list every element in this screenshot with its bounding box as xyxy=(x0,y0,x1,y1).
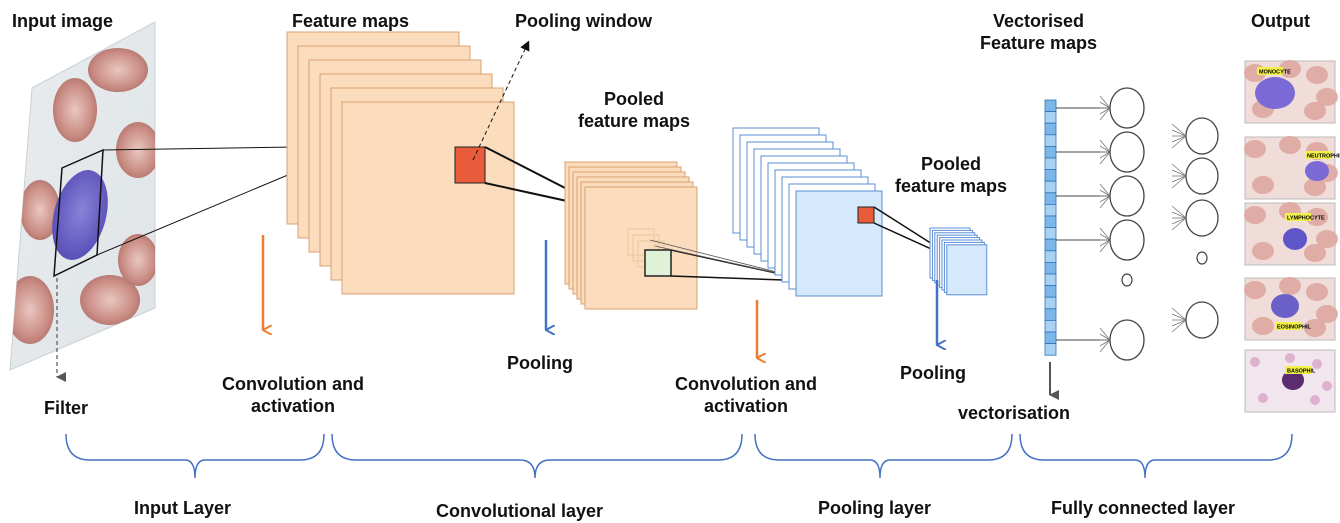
vector-cell-18 xyxy=(1044,296,1057,310)
input-image xyxy=(9,21,156,371)
output-image-1: MONOCYTE xyxy=(1244,60,1338,124)
pooling-window-label: Pooling window xyxy=(515,11,652,31)
vector-cell-19 xyxy=(1044,308,1057,321)
vector-cell-5 xyxy=(1044,145,1057,159)
output-image-3: LYMPHOCYTE xyxy=(1244,202,1338,266)
ellipsis-dot xyxy=(1196,251,1208,265)
vector-cell-15 xyxy=(1044,261,1057,275)
feature-map-6 xyxy=(341,101,515,295)
vector-cell-4 xyxy=(1044,134,1057,147)
filter-label: Filter xyxy=(44,398,89,418)
output-tag-1: MONOCYTE xyxy=(1259,69,1291,75)
vector-cell-16 xyxy=(1044,273,1057,287)
neuron xyxy=(1109,131,1145,173)
fully-connected-network xyxy=(1056,87,1219,361)
vector-cell-11 xyxy=(1044,215,1057,229)
input-image-label: Input image xyxy=(12,11,114,31)
vectorisation-label: vectorisation xyxy=(958,403,1071,423)
pooled-maps-stack-2 xyxy=(929,227,988,296)
vector-cell-13 xyxy=(1044,238,1057,252)
vectorised-feature-vector xyxy=(1044,99,1057,356)
neuron xyxy=(1185,117,1219,155)
pooled-feature-maps-label-2: Pooled feature maps xyxy=(895,154,1008,196)
output-tag-2: NEUTROPHIL xyxy=(1307,153,1340,159)
vector-cell-2 xyxy=(1044,111,1057,124)
pooling-window-red xyxy=(454,146,486,184)
vector-cell-22 xyxy=(1044,343,1057,356)
vector-cell-1 xyxy=(1044,99,1057,113)
fully-connected-layer-label: Fully connected layer xyxy=(1051,498,1236,518)
pooled-map-2-8 xyxy=(946,244,988,296)
output-image-5: BASOPHIL xyxy=(1244,349,1336,413)
output-tag-4: EOSINOPHIL xyxy=(1277,324,1312,330)
vectorised-feature-maps-label: Vectorised Feature maps xyxy=(980,11,1098,53)
neuron xyxy=(1185,157,1219,195)
vector-cell-14 xyxy=(1044,250,1057,263)
vector-cell-7 xyxy=(1044,169,1057,182)
output-image-2: NEUTROPHIL xyxy=(1244,136,1340,200)
pooling-label-1: Pooling xyxy=(507,353,573,373)
pooling-label-2: Pooling xyxy=(900,363,966,383)
vector-cell-9 xyxy=(1044,192,1057,205)
pooled-feature-maps-label-1: Pooled feature maps xyxy=(578,89,691,131)
pooled-maps-stack-1 xyxy=(564,161,698,310)
output-image-4: EOSINOPHIL xyxy=(1244,277,1338,341)
conv-maps-stack-2 xyxy=(732,127,883,297)
neuron xyxy=(1109,319,1145,361)
vector-cell-3 xyxy=(1044,122,1057,136)
pooling-layer-label: Pooling layer xyxy=(818,498,932,518)
vector-cell-12 xyxy=(1044,227,1057,240)
conv-activation-label-1: Convolution and activation xyxy=(222,374,364,416)
vector-cell-21 xyxy=(1044,331,1057,345)
output-tag-3: LYMPHOCYTE xyxy=(1287,215,1325,221)
output-images: MONOCYTE NEUTROPHIL LYMPHOCYTE EOSINOPHIL BA… xyxy=(1244,60,1340,413)
ellipsis-dot xyxy=(1121,273,1133,287)
conv-activation-label-2: Convolution and activation xyxy=(675,374,817,416)
neuron xyxy=(1109,175,1145,217)
vector-cell-20 xyxy=(1044,319,1057,333)
vector-cell-10 xyxy=(1044,203,1057,217)
output-tag-5: BASOPHIL xyxy=(1287,368,1316,374)
vector-cell-17 xyxy=(1044,285,1057,298)
green-window-stack xyxy=(627,228,672,277)
neuron xyxy=(1185,199,1219,237)
output-label: Output xyxy=(1251,11,1310,31)
neuron xyxy=(1109,87,1145,129)
convolutional-layer-label: Convolutional layer xyxy=(436,501,604,521)
feature-maps-label: Feature maps xyxy=(292,11,410,31)
neuron xyxy=(1185,301,1219,339)
pooled-map-6 xyxy=(584,186,698,310)
input-layer-label: Input Layer xyxy=(134,498,232,518)
vector-cell-8 xyxy=(1044,180,1057,194)
feature-maps-stack xyxy=(286,31,515,295)
layer-brackets xyxy=(65,433,1293,479)
vector-cell-6 xyxy=(1044,157,1057,171)
neuron xyxy=(1109,219,1145,261)
pooling-window-red-2 xyxy=(857,206,875,224)
